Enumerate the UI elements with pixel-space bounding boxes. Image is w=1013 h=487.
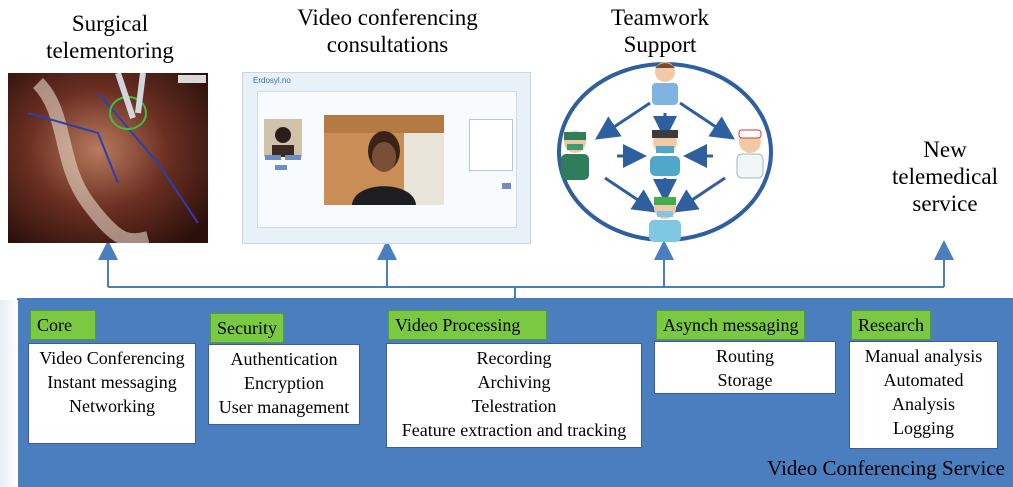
surgeon-left-icon — [561, 131, 589, 180]
video-processing-item-3: Telestration — [471, 396, 557, 416]
surgeon-bottom-icon — [649, 197, 681, 242]
surgeon-center-icon — [650, 130, 680, 176]
title-surgical-line1: Surgical — [71, 11, 149, 36]
asynch-item-2: Storage — [717, 370, 773, 390]
asynch-messaging-module-tag: Asynch messaging — [656, 310, 806, 340]
nurse-right-icon — [736, 129, 764, 179]
video-conference-screenshot: Erdosyl.no — [242, 72, 531, 244]
video-processing-item-2: Archiving — [477, 372, 551, 392]
title-video: Video conferencing consultations — [270, 4, 505, 58]
video-processing-item-1: Recording — [476, 348, 552, 368]
video-processing-module-box: Recording Archiving Telestration Feature… — [386, 343, 642, 448]
core-module-box: Video Conferencing Instant messaging Net… — [28, 343, 196, 444]
screenshot-small-video — [264, 119, 302, 157]
core-module-tag: Core — [30, 310, 96, 340]
asynch-messaging-module-box: Routing Storage — [654, 341, 836, 394]
surgical-image — [8, 73, 208, 243]
screenshot-button-3 — [275, 165, 287, 170]
title-teamwork: Teamwork Support — [595, 4, 725, 58]
screenshot-header: Erdosyl.no — [253, 76, 291, 85]
screenshot-main-video — [324, 115, 444, 205]
security-item-3: User management — [218, 397, 350, 417]
title-new-line1: New — [923, 137, 967, 162]
core-item-1: Video Conferencing — [39, 348, 185, 368]
research-item-2: Automated — [883, 370, 964, 390]
title-video-line2: consultations — [326, 32, 449, 57]
title-new-service: New telemedical service — [880, 136, 1010, 217]
core-item-3: Networking — [69, 396, 155, 416]
security-item-2: Encryption — [244, 373, 324, 393]
title-video-line1: Video conferencing — [297, 5, 478, 30]
title-new-line3: service — [912, 191, 978, 216]
title-surgical: Surgical telementoring — [40, 10, 180, 64]
screenshot-button-2 — [285, 155, 301, 160]
title-new-line2: telemedical — [892, 164, 998, 189]
surgical-image-graphic — [8, 73, 208, 243]
core-item-2: Instant messaging — [47, 372, 177, 392]
research-item-4: Logging — [893, 418, 954, 438]
screenshot-chat-box — [469, 119, 513, 171]
screenshot-send-button — [502, 183, 511, 189]
security-module-tag: Security — [210, 313, 284, 343]
screenshot-button-1 — [265, 155, 281, 160]
security-module-box: Authentication Encryption User managemen… — [208, 344, 360, 425]
title-teamwork-line1: Teamwork — [610, 5, 710, 30]
video-processing-item-4: Feature extraction and tracking — [401, 420, 627, 440]
video-conferencing-service-label: Video Conferencing Service — [767, 456, 1005, 480]
asynch-item-1: Routing — [715, 346, 774, 366]
research-module-tag: Research — [851, 310, 931, 340]
title-teamwork-line2: Support — [623, 32, 697, 57]
research-item-1: Manual analysis — [864, 346, 983, 366]
research-item-3: Analysis — [892, 394, 955, 414]
title-surgical-line2: telementoring — [46, 38, 174, 63]
video-processing-module-tag: Video Processing — [388, 310, 547, 340]
research-module-box: Manual analysis Automated Analysis Loggi… — [849, 341, 998, 449]
left-edge-fade — [0, 300, 18, 487]
doctor-top-icon — [652, 62, 678, 105]
teamwork-diagram — [557, 62, 773, 242]
security-item-1: Authentication — [230, 349, 338, 369]
